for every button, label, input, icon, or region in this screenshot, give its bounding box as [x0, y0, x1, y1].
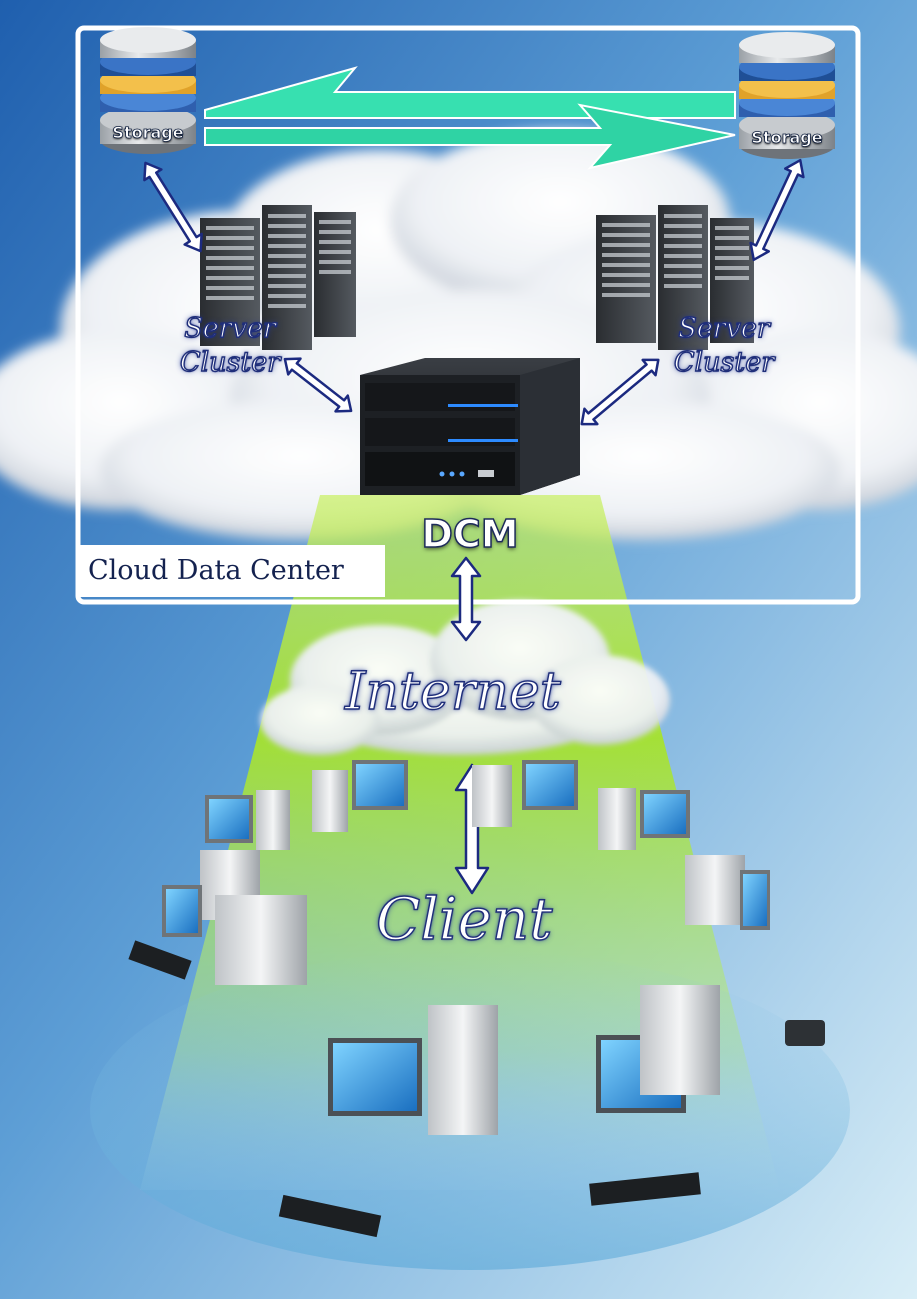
arrow-dcm-to-internet [450, 556, 482, 642]
phone-icon [785, 1020, 825, 1046]
internet-label: Internet [344, 661, 561, 722]
connection-arrows [143, 158, 805, 895]
client-label: Client [375, 884, 553, 953]
server-cluster-left-label: Server Cluster [179, 312, 281, 378]
arrow-storage-right-to-rack [749, 158, 805, 262]
server-rack-right-icon [596, 205, 754, 350]
server-cluster-right-label: Server Cluster [673, 312, 775, 378]
client-computers [128, 760, 825, 1238]
computer-icon [589, 985, 720, 1206]
storage-left-label: Storage [112, 123, 184, 143]
arrow-storage-left-to-rack [143, 161, 203, 253]
internet-cloud-icon [260, 600, 670, 755]
arrow-left-cluster-to-dcm [283, 357, 353, 413]
server-rack-left-icon [200, 205, 356, 350]
cloud-data-center-label: Cloud Data Center [80, 545, 385, 597]
storage-left-icon [100, 27, 196, 154]
computer-icon [598, 788, 690, 850]
storage-right-icon [739, 32, 835, 159]
computer-icon [278, 1005, 498, 1238]
computer-icon [205, 790, 290, 850]
computer-icon [472, 760, 578, 827]
computer-icon [128, 895, 307, 985]
storage-right-label: Storage [751, 128, 823, 148]
computer-icon [685, 855, 770, 930]
dcm-server-icon [360, 358, 580, 495]
replication-arrow [204, 66, 736, 170]
arrow-right-cluster-to-dcm [580, 358, 660, 426]
computer-icon [312, 760, 408, 832]
dcm-label: DCM [421, 511, 520, 557]
